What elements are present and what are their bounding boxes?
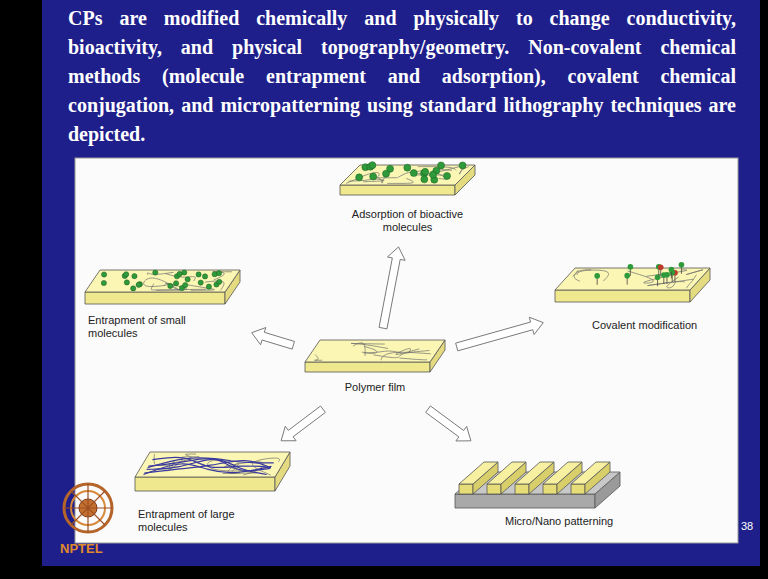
polymer-film-slab (305, 340, 445, 372)
polymer-film-slab (135, 452, 290, 491)
film-node: Covalent modification (550, 255, 715, 340)
node-label: Polymer film (300, 381, 450, 394)
polymer-film-slab (85, 270, 240, 304)
slide-title: CPs are modified chemically and physical… (68, 4, 736, 149)
node-label: Micro/Nano patterning (505, 515, 625, 528)
film-node: Polymer film (300, 335, 450, 405)
film-node: Entrapment of small molecules (82, 262, 245, 350)
film-node: Entrapment of large molecules (130, 445, 295, 540)
block-arrow (281, 406, 325, 441)
figure-panel (75, 158, 738, 543)
film-node: Adsorption of bioactive molecules (335, 160, 480, 240)
nptel-emblem (64, 484, 112, 532)
polymer-film-slab (455, 462, 620, 508)
logo-text: NPTEL (60, 541, 103, 556)
polymer-film-slab (555, 262, 710, 302)
block-arrow (456, 317, 544, 351)
node-label: Adsorption of bioactive molecules (340, 208, 475, 234)
block-arrow (426, 406, 471, 441)
node-label: Entrapment of large molecules (138, 508, 253, 534)
page-number: 38 (741, 520, 753, 532)
node-label: Entrapment of small molecules (88, 314, 208, 340)
block-arrow (252, 328, 295, 350)
film-node: Micro/Nano patterning (450, 445, 625, 535)
block-arrow (379, 247, 405, 329)
polymer-film-slab (340, 162, 475, 195)
node-label: Covalent modification (592, 319, 712, 332)
